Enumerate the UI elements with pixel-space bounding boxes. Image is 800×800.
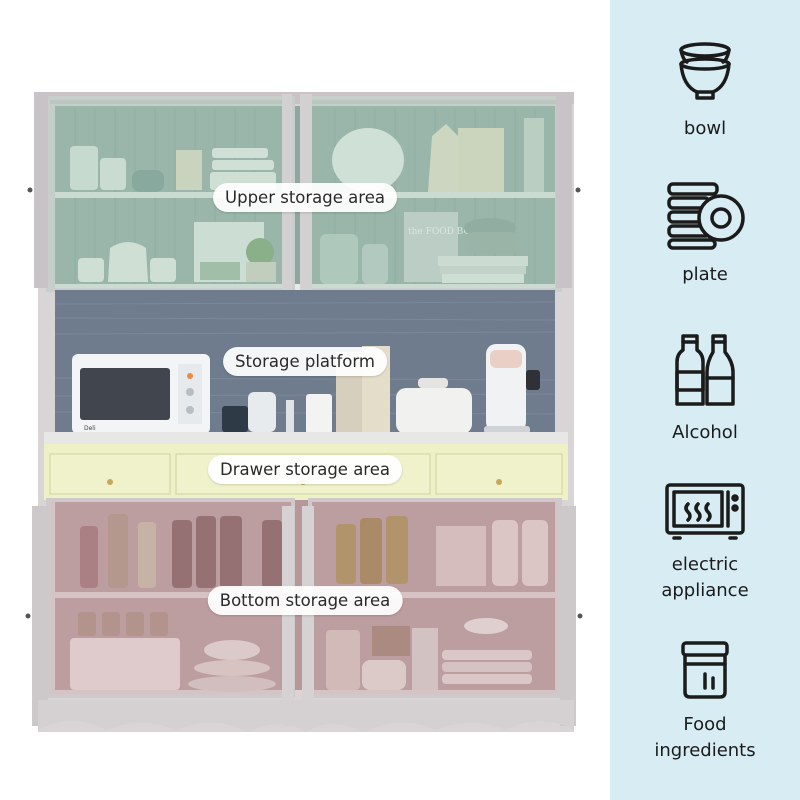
drawer-knob-right	[496, 479, 502, 485]
upper-items-bottom: the FOOD BOOK	[78, 212, 528, 284]
bottom-storage-label: Bottom storage area	[207, 586, 403, 615]
drawer-storage-label: Drawer storage area	[208, 455, 402, 484]
feature-label-alcohol: Alcohol	[672, 422, 738, 443]
bowl-icon	[679, 42, 731, 100]
microwave-brand: Deli	[84, 425, 96, 432]
plate-icon	[667, 182, 745, 250]
alcohol-icon	[675, 334, 735, 406]
countertop	[44, 432, 568, 444]
feature-plate: plate	[610, 180, 800, 288]
feature-label-appliance: electric appliance	[661, 554, 749, 601]
food-jar-icon	[681, 641, 729, 699]
scalloped-base	[38, 700, 574, 732]
feature-food: Food ingredients	[610, 640, 800, 764]
upper-items-top	[70, 118, 544, 192]
bottom-items-floor	[70, 612, 532, 692]
microwave-icon	[665, 483, 745, 540]
feature-label-bowl: bowl	[683, 118, 727, 139]
upper-storage-label: Upper storage area	[213, 183, 397, 212]
feature-bowl: bowl	[610, 40, 800, 142]
feature-alcohol: Alcohol	[610, 332, 800, 446]
platform-appliances: Deli	[72, 344, 540, 434]
feature-appliance: electric appliance	[610, 482, 800, 604]
bottom-items-top	[80, 514, 548, 588]
cabinet-illustration: the FOOD BOOK	[25, 92, 583, 732]
feature-label-plate: plate	[682, 264, 728, 285]
drawer-knob-left	[107, 479, 113, 485]
feature-label-food: Food ingredients	[654, 714, 756, 761]
food-book-title: the FOOD BOOK	[408, 227, 485, 237]
storage-platform-label: Storage platform	[223, 347, 387, 376]
feature-panel: bowl plate Alcohol	[610, 0, 800, 800]
